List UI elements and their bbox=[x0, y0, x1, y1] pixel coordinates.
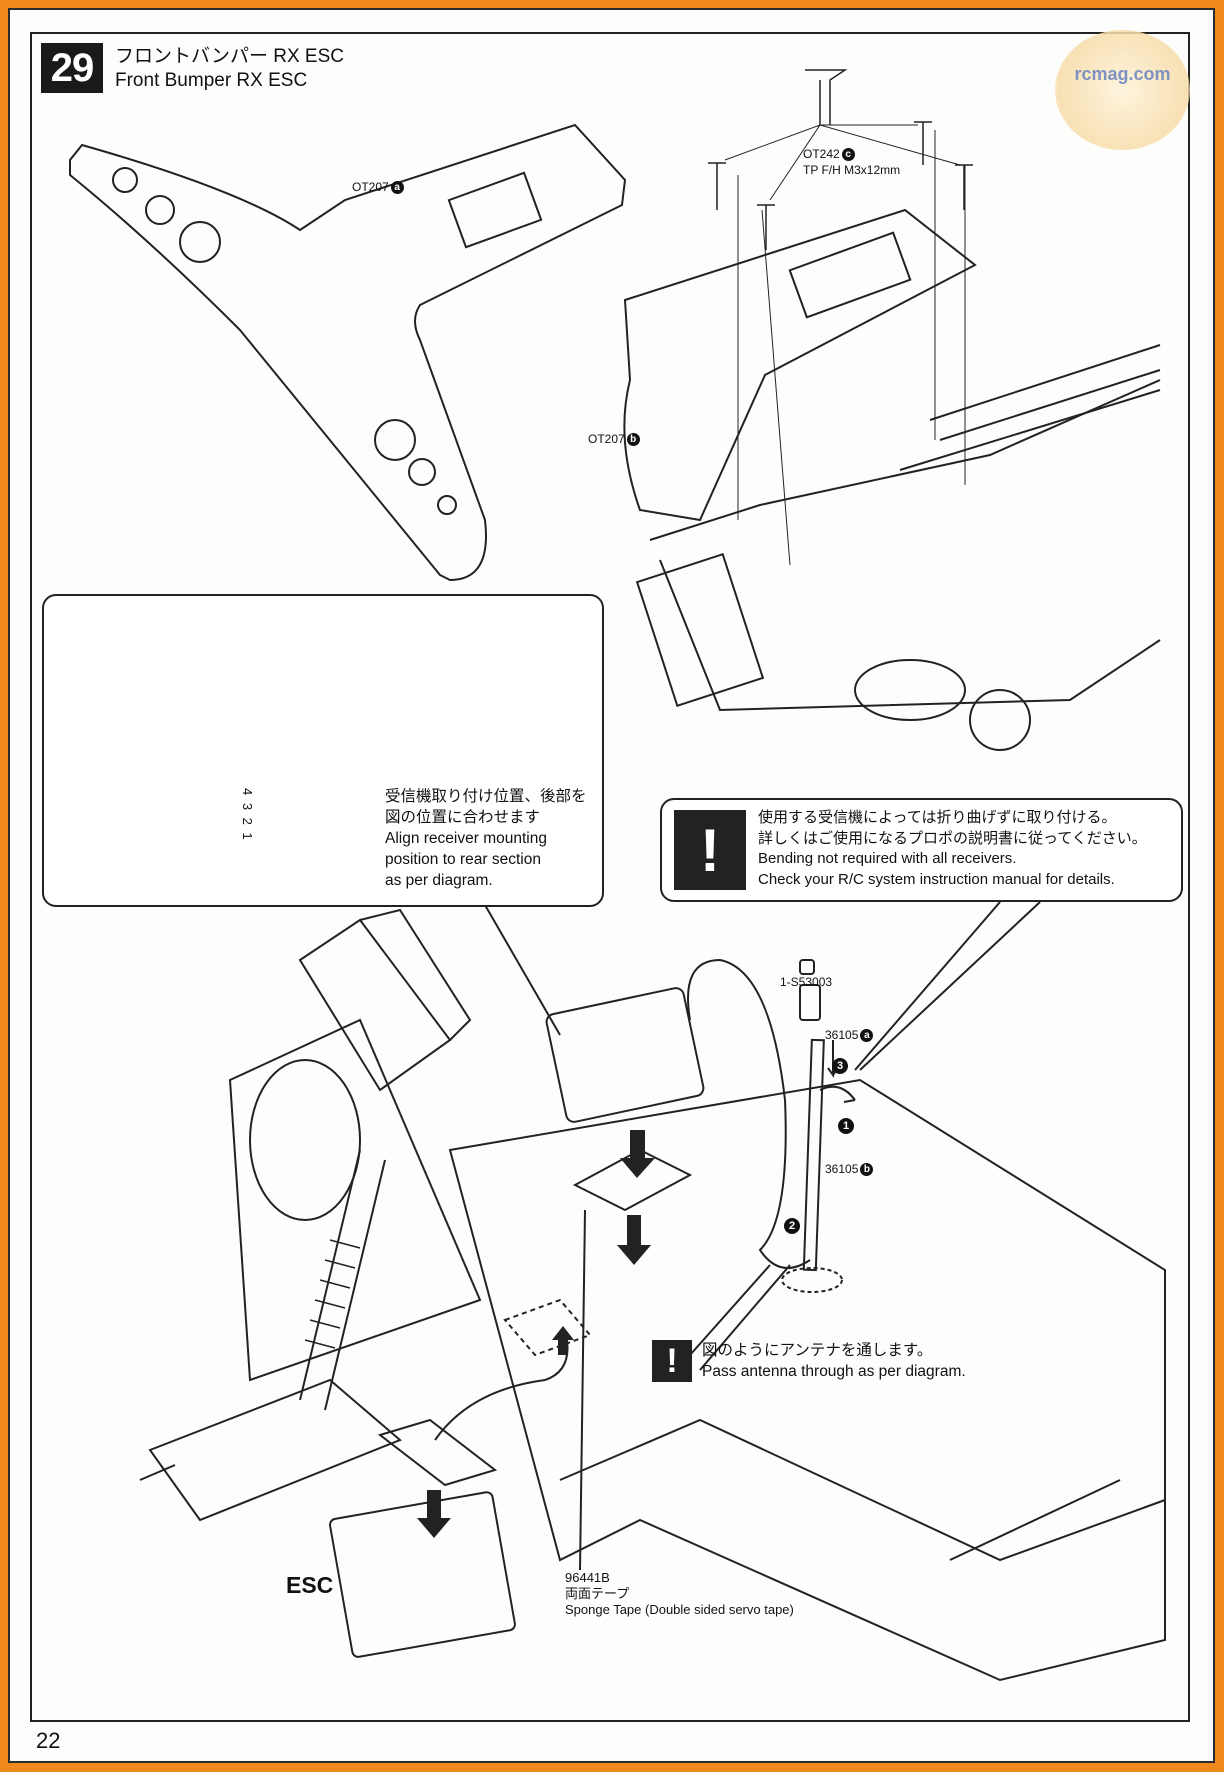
receiver-position-callout bbox=[42, 594, 604, 907]
badge-b-icon: b bbox=[626, 433, 640, 447]
page-frame bbox=[30, 32, 1190, 1722]
suspension-tower bbox=[359, 908, 472, 1041]
step-1-marker: 1 bbox=[836, 1118, 854, 1134]
upper-bumper-block bbox=[635, 553, 765, 707]
esc-wire bbox=[434, 1329, 569, 1441]
chassis-rail bbox=[899, 344, 1161, 471]
antenna-wire bbox=[687, 958, 811, 1269]
notice-pointer bbox=[854, 901, 1041, 1071]
screw-guide-lines bbox=[737, 130, 966, 566]
antenna-hole bbox=[781, 1267, 843, 1293]
esc-label: ESC bbox=[286, 1572, 334, 1598]
bumper-hole bbox=[112, 167, 138, 193]
antenna-bend-arrow bbox=[819, 1085, 856, 1103]
front-axle bbox=[139, 1464, 1121, 1561]
wheel-hub bbox=[969, 689, 1031, 751]
arrow-up-icon bbox=[552, 1326, 574, 1355]
receiver-channel-digits: 4 3 2 1 bbox=[240, 788, 255, 842]
chassis-inner bbox=[559, 1418, 1166, 1562]
screw bbox=[708, 162, 726, 210]
gear bbox=[249, 1059, 361, 1221]
bumper-plate-outline bbox=[69, 123, 627, 582]
esc-box bbox=[329, 1491, 516, 1658]
badge-a-icon: a bbox=[860, 1029, 874, 1043]
chassis-lower-body bbox=[649, 379, 1161, 712]
shock-absorber bbox=[299, 1149, 386, 1411]
receiver-notice-text: 使用する受信機によっては折り曲げずに取り付ける。 詳しくはご使用になるプロポの説… bbox=[758, 809, 1147, 888]
step-3-marker: 3 bbox=[830, 1058, 848, 1074]
receiver-box bbox=[545, 987, 705, 1123]
badge-b-icon: b bbox=[860, 1163, 874, 1177]
arrow-down-icon bbox=[617, 1215, 651, 1265]
rcmag-watermark-logo: rcmag.com bbox=[1055, 30, 1190, 150]
tape-target bbox=[503, 1298, 592, 1357]
bumper-hole bbox=[437, 495, 457, 515]
front-bumper-cutout bbox=[788, 231, 912, 319]
lower-arm bbox=[148, 1378, 402, 1522]
bumper-hole bbox=[179, 221, 221, 263]
tape-leader bbox=[579, 1209, 586, 1571]
part-label-tape: 96441B 両面テープ Sponge Tape (Double sided s… bbox=[565, 1570, 794, 1617]
antenna-tip bbox=[799, 959, 815, 975]
screw-group bbox=[708, 69, 973, 250]
screw bbox=[757, 204, 775, 250]
main-chassis-plate bbox=[448, 1078, 1166, 1682]
warning-icon: ! bbox=[652, 1340, 692, 1382]
bumper-cutout bbox=[447, 171, 543, 249]
screw bbox=[805, 69, 848, 125]
step-title-jp: フロントバンパー RX ESC bbox=[115, 46, 344, 67]
screw-spec: TP F/H M3x12mm bbox=[803, 163, 901, 177]
shock-spring bbox=[304, 1239, 361, 1349]
front-bumper-assembly bbox=[623, 208, 977, 522]
arrow-down-icon bbox=[620, 1130, 655, 1178]
badge-a-icon: a bbox=[390, 181, 404, 195]
screw bbox=[914, 121, 932, 165]
bumper-hole bbox=[374, 419, 416, 461]
step-title: フロントバンパー RX ESC Front Bumper RX ESC bbox=[115, 45, 344, 93]
antenna-tube bbox=[802, 1038, 825, 1272]
inset-pointer bbox=[484, 904, 561, 1036]
warning-icon: ! bbox=[674, 810, 746, 890]
antenna-note-pointer bbox=[689, 1264, 791, 1371]
tape-sheet-lower bbox=[377, 1418, 498, 1487]
tape-sheet-upper bbox=[572, 1148, 693, 1212]
part-label-s53003: 1-S53003 bbox=[780, 975, 833, 989]
badge-c-icon: c bbox=[841, 148, 855, 162]
antenna-cap bbox=[799, 984, 821, 1021]
watermark-text: rcmag.com bbox=[1074, 64, 1171, 84]
page-number: 22 bbox=[36, 1728, 61, 1753]
side-guard bbox=[228, 1018, 482, 1382]
bumper-hole bbox=[408, 458, 436, 486]
antenna-note-text: 図のようにアンテナを通します。 Pass antenna through as … bbox=[702, 1342, 966, 1380]
front-shock bbox=[854, 659, 966, 721]
step-2-marker: 2 bbox=[782, 1218, 800, 1234]
bumper-hole bbox=[145, 195, 175, 225]
step-title-en: Front Bumper RX ESC bbox=[115, 70, 308, 91]
screw bbox=[955, 164, 973, 210]
receiver-notice-callout: ! bbox=[660, 798, 1183, 902]
leader-line bbox=[724, 124, 961, 201]
step-number-badge: 29 bbox=[41, 43, 103, 93]
receiver-position-text: 受信機取り付け位置、後部を 図の位置に合わせます Align receiver … bbox=[385, 788, 587, 889]
arrow-down-icon bbox=[417, 1490, 451, 1538]
